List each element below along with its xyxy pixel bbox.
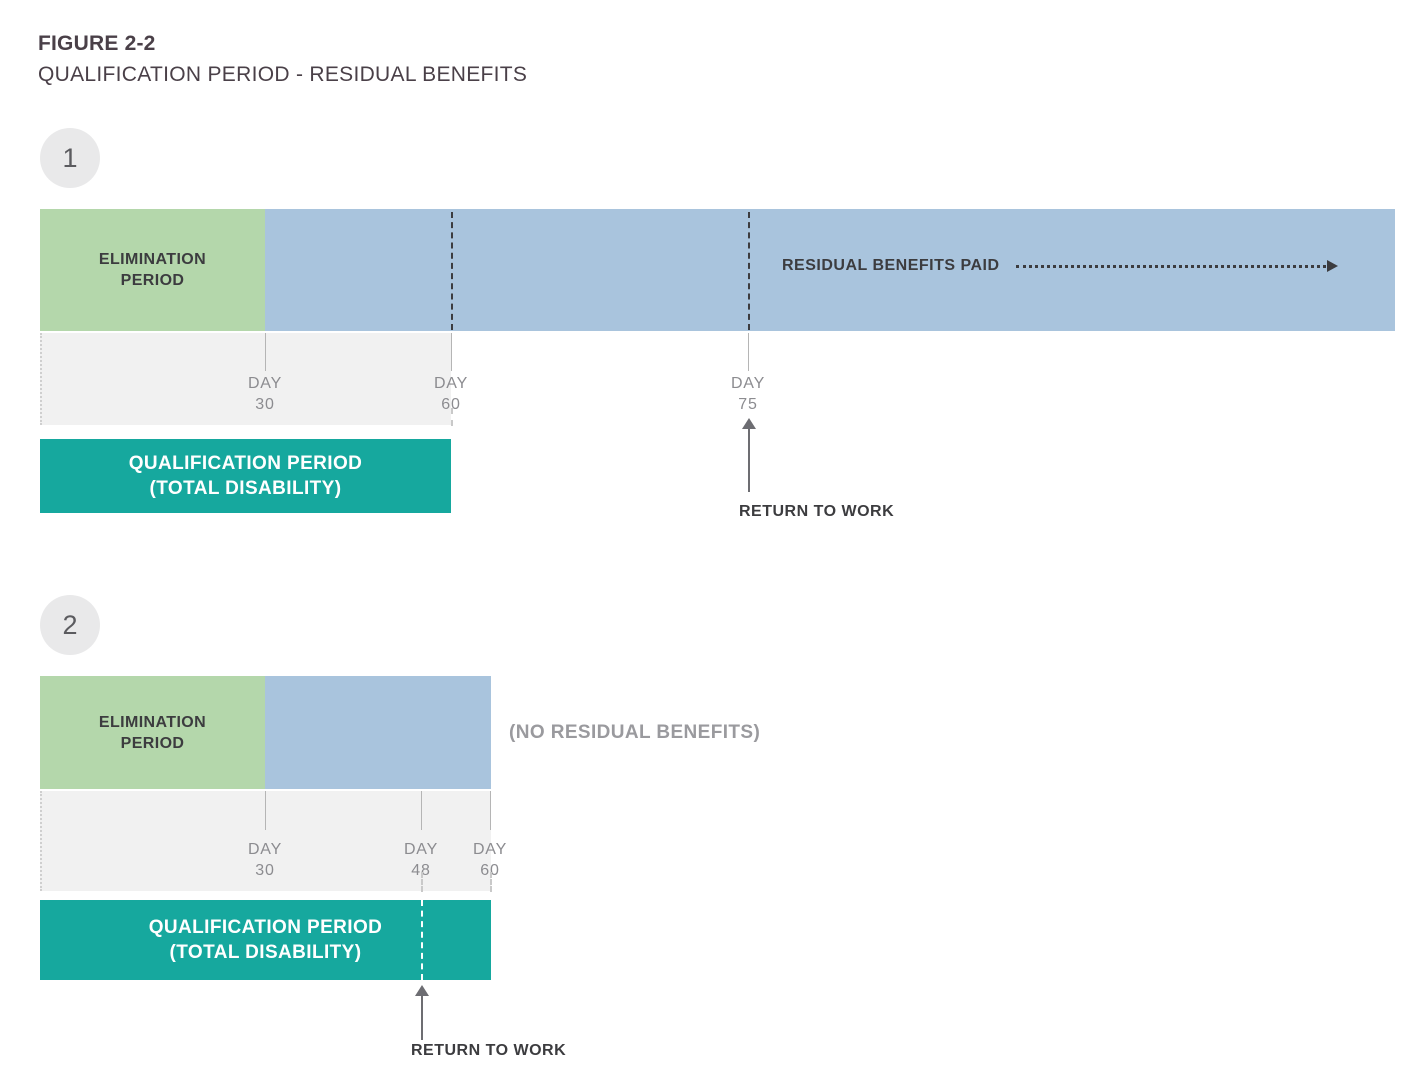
- day-label-30-1: DAY 30: [247, 375, 283, 413]
- day-60-tick-2: [490, 791, 491, 830]
- day-30-tick-2: [265, 791, 266, 830]
- day-48-marker-line-2: [421, 900, 423, 980]
- return-to-work-arrowhead-2: [415, 985, 429, 996]
- elimination-period-label-1: ELIMINATION PERIOD: [98, 250, 207, 289]
- timeline-track-1: [40, 333, 451, 425]
- day-label-30-2: DAY 30: [247, 841, 283, 879]
- return-to-work-shaft-2: [421, 996, 423, 1040]
- qualification-period-label-2: QUALIFICATION PERIOD (TOTAL DISABILITY): [148, 916, 383, 963]
- day-60-lower-marker-2: [490, 872, 492, 892]
- day-75-marker-line-1: [748, 212, 750, 330]
- no-residual-benefits-note: (NO RESIDUAL BENEFITS): [509, 722, 761, 743]
- day-60-lower-marker-1: [451, 408, 453, 426]
- residual-benefits-paid-annotation: RESIDUAL BENEFITS PAID: [782, 257, 1338, 275]
- residual-benefits-arrow-icon: [1015, 260, 1338, 272]
- day-label-60-1: DAY 60: [433, 375, 469, 413]
- qualification-period-bar-2: QUALIFICATION PERIOD (TOTAL DISABILITY): [40, 900, 491, 980]
- qualification-period-label-1: QUALIFICATION PERIOD (TOTAL DISABILITY): [128, 452, 363, 499]
- qualification-period-bar-1: QUALIFICATION PERIOD (TOTAL DISABILITY): [40, 439, 451, 513]
- step-badge-2: 2: [40, 595, 100, 655]
- return-to-work-shaft-1: [748, 429, 750, 492]
- timeline-start-edge-2: [40, 791, 42, 891]
- residual-benefits-paid-label: RESIDUAL BENEFITS PAID: [782, 257, 1000, 274]
- return-to-work-label-2: RETURN TO WORK: [411, 1042, 567, 1059]
- benefit-bar-2: [265, 676, 491, 789]
- figure-title: QUALIFICATION PERIOD - RESIDUAL BENEFITS: [38, 63, 528, 86]
- return-to-work-arrowhead-1: [742, 418, 756, 429]
- elimination-period-label-2: ELIMINATION PERIOD: [98, 713, 207, 752]
- day-60-tick-1: [451, 333, 452, 371]
- day-label-60-2: DAY 60: [472, 841, 508, 879]
- timeline-start-edge-1: [40, 333, 42, 425]
- elimination-period-bar-1: ELIMINATION PERIOD: [40, 209, 265, 331]
- step-badge-1: 1: [40, 128, 100, 188]
- day-label-48-2: DAY 48: [403, 841, 439, 879]
- day-60-marker-line-1: [451, 212, 453, 330]
- day-48-tick-2: [421, 791, 422, 830]
- day-label-75-1: DAY 75: [730, 375, 766, 413]
- return-to-work-label-1: RETURN TO WORK: [739, 503, 895, 520]
- residual-benefit-bar-1: [265, 209, 1395, 331]
- figure-number: FIGURE 2-2: [38, 32, 156, 55]
- day-30-tick-1: [265, 333, 266, 371]
- figure-header: FIGURE 2-2 QUALIFICATION PERIOD - RESIDU…: [38, 30, 527, 90]
- day-48-lower-marker-2: [421, 872, 423, 892]
- day-75-tick-1: [748, 333, 749, 371]
- elimination-period-bar-2: ELIMINATION PERIOD: [40, 676, 265, 789]
